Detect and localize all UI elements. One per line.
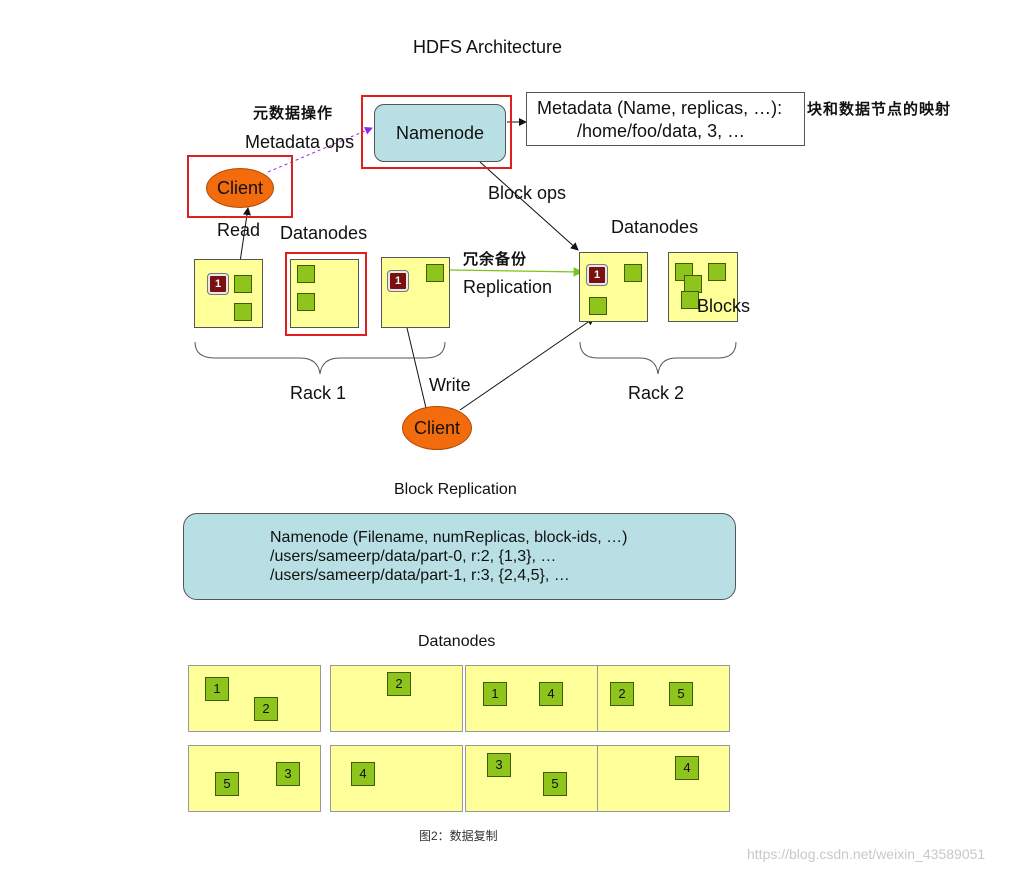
datanodes-right-label: Datanodes — [611, 217, 699, 237]
block-number: 4 — [351, 762, 375, 786]
datanode-grid-2: 2 — [330, 665, 463, 732]
datanode-rack2-2 — [668, 252, 738, 322]
block-number: 3 — [487, 753, 511, 777]
replication-arrow — [449, 267, 584, 277]
namenode-box: Namenode — [374, 104, 506, 162]
block — [708, 263, 726, 281]
block-number: 1 — [483, 682, 507, 706]
block — [681, 291, 699, 309]
block-number: 2 — [387, 672, 411, 696]
block-number: 4 — [539, 682, 563, 706]
block-ops-arrow — [479, 161, 579, 251]
block-number: 3 — [276, 762, 300, 786]
block — [589, 297, 607, 315]
rack2-label: Rack 2 — [628, 383, 685, 403]
datanode-rack1-1: 1 — [194, 259, 263, 328]
cn-replica-label: 冗余备份 — [463, 250, 528, 268]
block-1-badge: 1 — [388, 271, 408, 291]
cn-metadata-ops-label: 元数据操作 — [253, 104, 334, 122]
rack1-brace — [194, 341, 446, 375]
block-number: 1 — [205, 677, 229, 701]
metadata-ops-arrow — [267, 127, 373, 173]
datanode-grid-1: 1 2 — [188, 665, 321, 732]
write-label: Write — [429, 375, 471, 395]
block-number: 2 — [610, 682, 634, 706]
blocks-label: Blocks — [697, 296, 751, 316]
namenode-label: Namenode — [395, 123, 485, 143]
client-read: Client — [206, 168, 274, 208]
block — [297, 265, 315, 283]
block — [234, 275, 252, 293]
datanode-rack1-3: 1 — [381, 257, 450, 328]
datanode-grid-7: 3 5 — [465, 745, 598, 812]
replication-title: Block Replication — [394, 481, 517, 498]
cn-block-mapping-label: 块和数据节点的映射 — [807, 100, 952, 118]
architecture-title: HDFS Architecture — [413, 37, 563, 57]
block-number: 5 — [669, 682, 693, 706]
block-1-badge: 1 — [587, 265, 607, 285]
block-number: 2 — [254, 697, 278, 721]
client-read-label: Client — [216, 178, 264, 198]
watermark: https://blog.csdn.net/weixin_43589051 — [747, 846, 986, 862]
block-number: 4 — [675, 756, 699, 780]
replication-datanodes-title: Datanodes — [418, 633, 496, 650]
datanodes-left-label: Datanodes — [280, 223, 368, 243]
datanode-rack2-1: 1 — [579, 252, 648, 322]
block — [624, 264, 642, 282]
namenode-line: Namenode (Filename, numReplicas, block-i… — [270, 529, 628, 546]
client-highlight — [187, 155, 293, 218]
block-number: 5 — [543, 772, 567, 796]
namenode-line: /users/sameerp/data/part-1, r:3, {2,4,5}… — [270, 567, 570, 584]
rack1-label: Rack 1 — [290, 383, 347, 403]
namenode-highlight — [361, 95, 512, 169]
read-label: Read — [217, 220, 261, 240]
datanode-grid-6: 4 — [330, 745, 463, 812]
figure-caption: 图2：数据复制 — [419, 829, 498, 843]
block — [426, 264, 444, 282]
datanode-rack1-2 — [290, 259, 359, 328]
write-rack2-arrow — [459, 317, 595, 411]
block-number: 5 — [215, 772, 239, 796]
block — [297, 293, 315, 311]
datanode-grid-5: 5 3 — [188, 745, 321, 812]
datanode-grid-4: 2 5 — [597, 665, 730, 732]
rack2-brace — [579, 341, 737, 375]
block — [234, 303, 252, 321]
metadata-box: Metadata (Name, replicas, …): /home/foo/… — [526, 92, 805, 146]
block-1-badge: 1 — [208, 274, 228, 294]
client-write: Client — [402, 406, 472, 450]
replication-namenode-box: Namenode (Filename, numReplicas, block-i… — [183, 513, 736, 600]
metadata-line1: Metadata (Name, replicas, …): — [537, 98, 783, 118]
datanode-grid-3: 1 4 — [465, 665, 598, 732]
client-write-label: Client — [413, 418, 461, 438]
metadata-line2: /home/foo/data, 3, … — [577, 121, 746, 141]
block-ops-label: Block ops — [488, 183, 567, 203]
replication-label: Replication — [463, 277, 553, 297]
datanode-highlight — [285, 252, 367, 336]
datanode-grid-8: 4 — [597, 745, 730, 812]
metadata-ops-label: Metadata ops — [245, 132, 355, 152]
namenode-line: /users/sameerp/data/part-0, r:2, {1,3}, … — [270, 548, 557, 565]
